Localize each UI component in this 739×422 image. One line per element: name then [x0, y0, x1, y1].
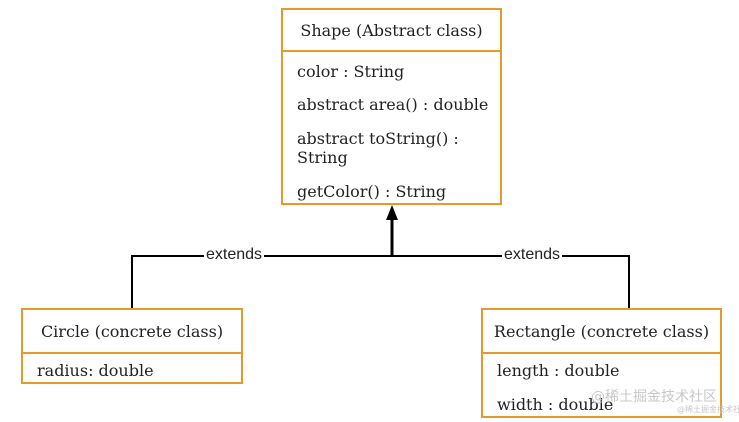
extends-label-right: extends [502, 246, 563, 264]
circle-class-box[interactable]: Circle (concrete class) radius: double [21, 308, 243, 384]
shape-member-color: color : String [297, 62, 405, 81]
watermark: @稀土掘金技术社区 @稀土掘金技术社区 [591, 389, 739, 419]
shape-member-tostring-return: String [297, 148, 348, 167]
shape-class-title: Shape (Abstract class) [283, 10, 500, 52]
rectangle-class-title: Rectangle (concrete class) [483, 310, 720, 354]
rectangle-member-width: width : double [497, 395, 614, 414]
circle-class-title: Circle (concrete class) [23, 310, 241, 354]
circle-member-radius: radius: double [37, 361, 154, 380]
extends-label-left: extends [204, 246, 265, 264]
rectangle-class-box[interactable]: Rectangle (concrete class) length : doub… [481, 308, 722, 418]
watermark-main-text: @稀土掘金技术社区 [591, 389, 717, 405]
shape-member-getcolor: getColor() : String [297, 182, 447, 201]
shape-member-area: abstract area() : double [297, 95, 489, 114]
watermark-sub-text: @稀土掘金技术社区 [677, 405, 739, 414]
inheritance-arrowhead [386, 205, 398, 220]
shape-member-tostring: abstract toString() : [297, 129, 459, 148]
shape-class-box[interactable]: Shape (Abstract class) color : String ab… [281, 8, 502, 205]
rectangle-member-length: length : double [497, 361, 620, 380]
